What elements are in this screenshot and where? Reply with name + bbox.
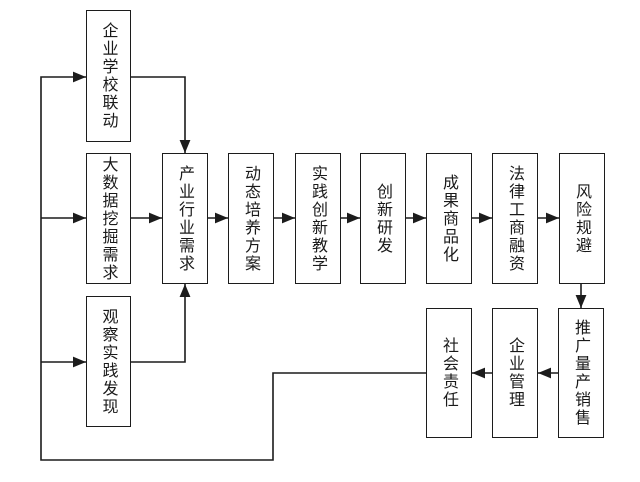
edge-enterprise-school-to-industry-demand	[130, 76, 191, 153]
node-enterprise-management: 企业管理	[492, 308, 538, 438]
node-social-responsibility: 社会责任	[426, 308, 472, 438]
node-observation-practice-discovery: 观察实践发现	[86, 296, 131, 427]
node-label: 风险规避	[573, 182, 592, 255]
node-enterprise-school-linkage: 企业学校联动	[86, 10, 131, 142]
node-risk-avoidance: 风险规避	[559, 153, 605, 284]
node-innovation-rd: 创新研发	[360, 153, 406, 284]
node-practice-innovation-teaching: 实践创新教学	[295, 153, 341, 284]
node-label: 创新研发	[374, 182, 393, 255]
node-big-data-mining-demand: 大数据挖掘需求	[86, 153, 131, 284]
node-label: 企业管理	[506, 337, 525, 409]
edge-feedback-to-enterprise-school	[40, 71, 426, 461]
node-label: 产业行业需求	[176, 164, 195, 273]
node-label: 实践创新教学	[309, 164, 328, 273]
node-label: 法律工商融资	[506, 164, 525, 273]
node-label: 社会责任	[440, 337, 459, 409]
node-industry-sector-demand: 产业行业需求	[162, 153, 208, 284]
node-label: 推广量产销售	[572, 319, 591, 427]
node-label: 观察实践发现	[99, 307, 119, 416]
node-label: 成果商品化	[440, 173, 459, 264]
edge-observation-to-industry-demand	[130, 284, 191, 363]
node-label: 动态培养方案	[242, 164, 261, 273]
node-promotion-mass-production-sales: 推广量产销售	[558, 308, 604, 438]
node-label: 企业学校联动	[99, 22, 119, 130]
node-legal-business-financing: 法律工商融资	[492, 153, 538, 284]
node-dynamic-training-program: 动态培养方案	[228, 153, 274, 284]
node-label: 大数据挖掘需求	[99, 155, 119, 282]
node-results-commercialization: 成果商品化	[426, 153, 472, 284]
